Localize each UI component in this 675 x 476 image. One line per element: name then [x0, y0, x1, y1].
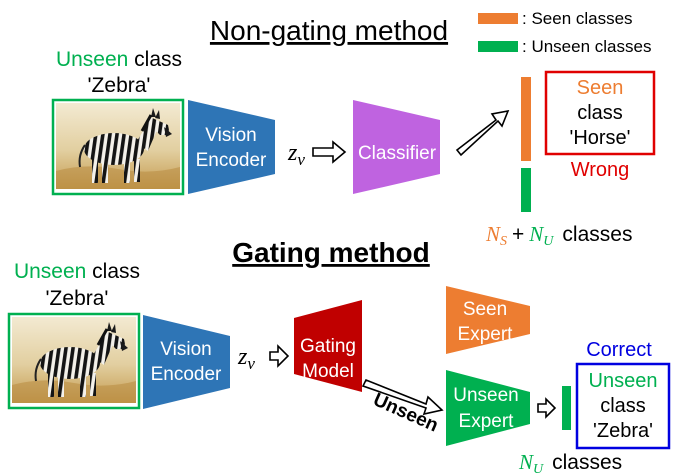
- top-feature-sub: v: [297, 150, 305, 169]
- bottom-arrow-to-gating: [269, 344, 290, 368]
- legend-seen-swatch: [478, 13, 518, 24]
- top-count-plus: +: [512, 223, 524, 246]
- top-title: Non-gating method: [210, 15, 448, 46]
- top-zebra-image: [54, 101, 182, 191]
- top-encoder-line1: Vision: [205, 125, 256, 146]
- bottom-prediction-line1: Unseen: [589, 370, 658, 392]
- top-classifier-shape: [353, 100, 440, 194]
- bottom-feature-z: z: [237, 344, 248, 370]
- top-prediction-box: [544, 70, 656, 156]
- bottom-input-unseen-word: Unseen: [14, 260, 86, 283]
- unseen-expert-line1: Unseen: [453, 385, 519, 406]
- top-prediction-line1: Seen: [577, 77, 624, 99]
- top-feature-label: zv: [287, 140, 305, 169]
- top-input-class-word: class: [128, 48, 182, 71]
- seen-expert-shape: [446, 286, 530, 354]
- top-verdict: Wrong: [571, 159, 630, 181]
- bottom-input-name: 'Zebra': [46, 287, 109, 310]
- bottom-prediction-line2: class: [600, 395, 646, 417]
- bottom-count-suffix: classes: [552, 451, 622, 474]
- bottom-gating-line1: Gating: [300, 336, 356, 357]
- bottom-verdict: Correct: [586, 339, 652, 361]
- bottom-count-nu-sub: U: [533, 462, 544, 476]
- top-input-label: Unseen class: [56, 48, 182, 71]
- top-arrow-to-output: [455, 109, 510, 157]
- unseen-expert-shape: [446, 370, 530, 446]
- bottom-zebra-image: [10, 315, 138, 405]
- top-count-ns-sub: S: [500, 234, 507, 249]
- bottom-count-nu: N: [518, 450, 534, 474]
- legend-unseen-label: : Unseen classes: [522, 37, 651, 56]
- seen-expert-line2: Expert: [458, 324, 514, 345]
- bottom-arrow-to-unseen-expert: [361, 378, 444, 416]
- top-input-name: 'Zebra': [88, 74, 151, 97]
- bottom-feature-label: zv: [237, 344, 255, 373]
- bottom-vision-encoder-shape: [143, 315, 230, 409]
- top-output-seen-bar: [521, 77, 531, 161]
- top-count-nu: N: [528, 222, 544, 246]
- top-encoder-line2: Encoder: [196, 150, 267, 171]
- bottom-gating-model-shape: [294, 300, 362, 392]
- top-count-nu-sub: U: [543, 234, 554, 249]
- top-input-unseen-word: Unseen: [56, 48, 128, 71]
- legend-unseen-swatch: [478, 41, 518, 52]
- top-prediction-line3: 'Horse': [570, 127, 631, 149]
- top-count-ns: N: [485, 222, 501, 246]
- top-prediction-line2: class: [577, 102, 623, 124]
- bottom-input-label: Unseen class: [14, 260, 140, 283]
- bottom-gating-line2: Model: [302, 361, 354, 382]
- top-output-unseen-bar: [521, 168, 531, 212]
- seen-expert-line1: Seen: [463, 299, 507, 320]
- top-classifier-label: Classifier: [358, 143, 437, 164]
- bottom-encoder-line2: Encoder: [151, 364, 222, 385]
- unseen-expert-line2: Expert: [459, 411, 515, 432]
- bottom-arrow-to-output: [537, 397, 557, 419]
- top-vision-encoder-shape: [188, 100, 275, 194]
- legend-seen-label: : Seen classes: [522, 9, 633, 28]
- bottom-feature-sub: v: [247, 354, 255, 373]
- bottom-encoder-line1: Vision: [160, 339, 211, 360]
- bottom-prediction-box: [575, 362, 671, 450]
- bottom-prediction-line3: 'Zebra': [593, 420, 653, 442]
- bottom-input-class-word: class: [86, 260, 140, 283]
- bottom-output-unseen-bar: [562, 386, 571, 430]
- top-feature-z: z: [287, 140, 298, 166]
- top-arrow-to-classifier: [312, 140, 347, 164]
- bottom-title: Gating method: [232, 237, 430, 268]
- top-count-suffix: classes: [562, 223, 632, 246]
